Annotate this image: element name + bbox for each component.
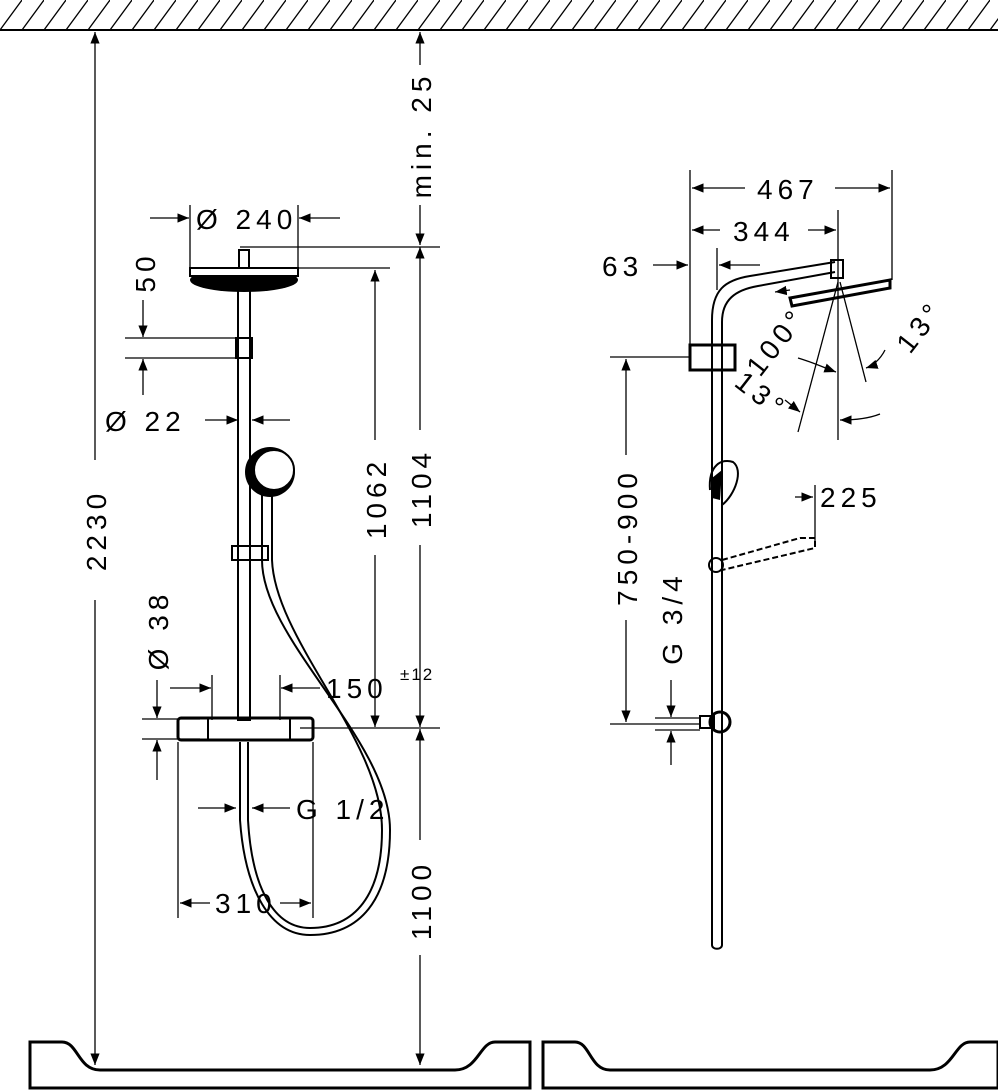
label-head-to-mixer: 1062 <box>361 457 392 539</box>
dim-bracket-range: 750-900 <box>610 356 700 725</box>
label-head-diameter: Ø 240 <box>196 204 297 235</box>
ceiling <box>0 0 998 31</box>
label-center-offset: 150 <box>326 673 388 704</box>
label-mixer-diameter: Ø 38 <box>143 590 174 671</box>
dim-head-diameter: Ø 240 <box>150 204 340 275</box>
label-total-height: 2230 <box>81 489 112 571</box>
dim-mixer-width: 310 <box>177 742 314 919</box>
dim-outlet-thread: G 1/2 <box>198 794 389 825</box>
shower-column-side <box>688 259 892 950</box>
label-rod-diameter: Ø 22 <box>105 406 186 437</box>
label-tolerance: ±12 <box>400 665 434 684</box>
label-outlet-thread: G 1/2 <box>296 794 389 825</box>
dim-head-height: 50 <box>125 251 238 395</box>
dim-mixer-diameter: Ø 38 <box>142 590 200 780</box>
label-arm-reach: 344 <box>733 216 795 247</box>
label-handshower-reach: 225 <box>820 482 882 513</box>
side-view: 467 344 63 100° 13° 13° <box>541 170 998 1090</box>
dim-inlet-thread: G 3/4 <box>655 571 700 765</box>
label-angle-right: 13° <box>890 294 950 358</box>
shower-column-front <box>176 249 392 937</box>
dim-rod-diameter: Ø 22 <box>105 406 290 437</box>
bathtub-left <box>28 1040 532 1090</box>
dim-angles: 100° 13° 13° <box>729 281 950 433</box>
label-min-ceiling: min. 25 <box>406 72 437 199</box>
label-inlet-thread: G 3/4 <box>657 571 688 664</box>
label-wall-offset: 63 <box>602 251 643 282</box>
bathtub-right <box>541 1040 998 1090</box>
label-bracket-range: 750-900 <box>612 468 643 606</box>
dim-overall-reach: 467 <box>689 170 893 345</box>
label-mixer-width: 310 <box>215 888 277 919</box>
dim-center-offset: 150 ±12 <box>170 665 434 720</box>
label-head-height: 50 <box>130 251 161 292</box>
label-top-to-mixer: 1104 <box>406 448 437 528</box>
front-view: 2230 min. 25 1104 1100 1062 <box>28 32 532 1090</box>
dim-head-to-mixer: 1062 <box>262 267 392 727</box>
dim-total-height: 2230 <box>81 32 112 1065</box>
dim-arm-reach: 344 <box>692 210 839 440</box>
dim-wall-offset: 63 <box>602 248 760 290</box>
label-angle-left: 13° <box>729 365 793 425</box>
label-overall-reach: 467 <box>757 174 819 205</box>
label-mixer-height: 1100 <box>406 860 437 940</box>
dim-right-column: min. 25 1104 1100 <box>240 32 440 1065</box>
dim-handshower-reach: 225 <box>795 482 882 545</box>
